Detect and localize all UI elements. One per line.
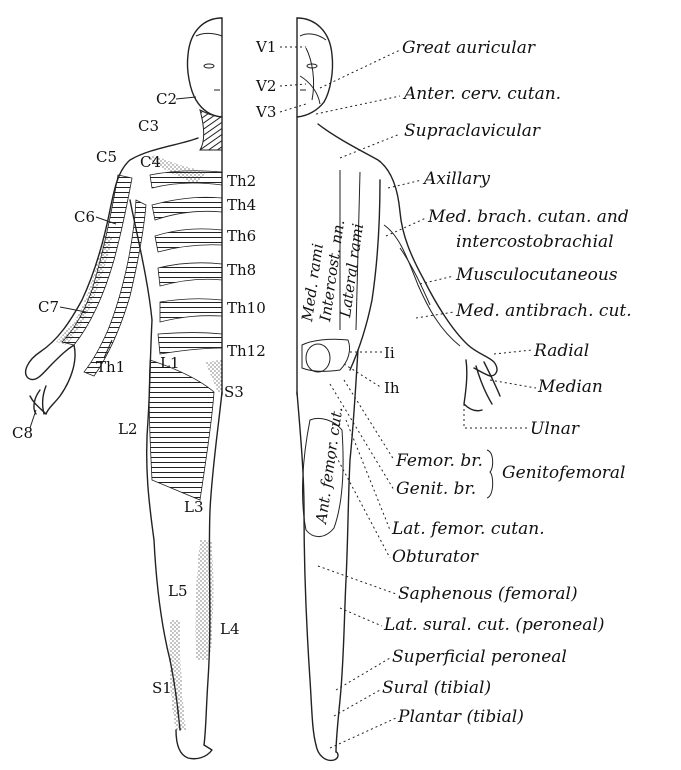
genital-region xyxy=(305,343,331,373)
left-head-outline xyxy=(186,17,223,118)
left-leg-inner xyxy=(203,391,223,746)
c4-c5-dotted xyxy=(150,154,206,185)
label-th10: Th10 xyxy=(227,299,266,317)
label-th2: Th2 xyxy=(227,172,256,190)
label-l1: L1 xyxy=(160,354,180,372)
dermatome-labels: C2 C3 C5 C4 C6 C7 C8 Th1 Th2 Th4 Th6 Th8… xyxy=(12,90,266,697)
arm-boundary-1 xyxy=(383,224,461,347)
c7-dotted-region xyxy=(56,235,112,345)
th1-arm-band xyxy=(83,199,147,377)
l2-region xyxy=(148,359,215,501)
c3-region xyxy=(199,109,223,151)
right-figure-nerves xyxy=(296,17,501,762)
label-s1: S1 xyxy=(152,679,172,697)
right-head-outline xyxy=(296,17,334,118)
label-radial: Radial xyxy=(533,341,589,361)
right-leg-outline xyxy=(296,349,359,753)
label-c8: C8 xyxy=(12,424,33,442)
label-obturator: Obturator xyxy=(392,547,479,567)
label-med-brach-2: intercostobrachial xyxy=(456,232,614,252)
label-saphenous: Saphenous (femoral) xyxy=(398,584,578,604)
label-ulnar: Ulnar xyxy=(530,419,580,439)
label-th6: Th6 xyxy=(227,227,256,245)
label-axillary: Axillary xyxy=(422,169,490,189)
label-c3: C3 xyxy=(138,117,159,135)
label-ii: Ii xyxy=(384,344,395,362)
label-c2: C2 xyxy=(156,90,177,108)
label-ih: Ih xyxy=(384,379,400,397)
thoracic-bands xyxy=(149,170,223,355)
label-th12: Th12 xyxy=(227,342,266,360)
label-lat-femor: Lat. femor. cutan. xyxy=(391,519,545,539)
label-med-antibrach: Med. antibrach. cut. xyxy=(455,301,632,321)
right-foot xyxy=(315,744,339,762)
label-median: Median xyxy=(537,377,603,397)
label-supraclavicular: Supraclavicular xyxy=(404,121,541,141)
left-hairline xyxy=(195,32,223,37)
label-c6: C6 xyxy=(74,208,95,226)
label-femor-br: Femor. br. xyxy=(395,451,483,471)
left-hand xyxy=(29,385,47,415)
label-genitofemoral: Genitofemoral xyxy=(502,463,626,483)
label-musculocutaneous: Musculocutaneous xyxy=(455,265,618,285)
s3-dotted-region xyxy=(205,360,222,392)
s1-dotted-region xyxy=(169,620,186,730)
label-s3: S3 xyxy=(224,383,244,401)
label-l5: L5 xyxy=(168,582,188,600)
label-c4: C4 xyxy=(140,153,161,171)
lateral-rami-boundary-2 xyxy=(355,171,361,331)
right-hand xyxy=(463,359,501,412)
label-superficial-peroneal: Superficial peroneal xyxy=(392,647,567,667)
label-anter-cerv: Anter. cerv. cutan. xyxy=(402,84,561,104)
inguinal-region xyxy=(301,338,351,372)
label-v1: V1 xyxy=(255,38,276,56)
label-th8: Th8 xyxy=(227,261,256,279)
v-boundary-1 xyxy=(305,47,315,101)
label-c7: C7 xyxy=(38,298,59,316)
genitofemoral-brace xyxy=(486,449,494,499)
label-med-brach-1: Med. brach. cutan. and xyxy=(427,207,629,227)
label-l2: L2 xyxy=(118,420,138,438)
label-th4: Th4 xyxy=(227,196,256,214)
label-genit-br: Genit. br. xyxy=(396,479,476,499)
left-figure-dermatomes xyxy=(24,17,223,760)
arm-boundary-2 xyxy=(399,247,431,306)
left-foot xyxy=(175,729,213,760)
left-eye xyxy=(203,63,215,69)
label-great-auricular: Great auricular xyxy=(402,38,536,58)
label-lat-sural: Lat. sural. cut. (peroneal) xyxy=(383,615,605,635)
right-hairline xyxy=(299,33,327,41)
label-sural: Sural (tibial) xyxy=(382,678,491,698)
label-v3: V3 xyxy=(255,103,276,121)
label-c5: C5 xyxy=(96,148,117,166)
nerve-labels: Great auricular Anter. cerv. cutan. Supr… xyxy=(315,38,632,749)
ant-femor-region xyxy=(302,417,344,537)
v-boundary-2 xyxy=(299,75,321,105)
label-th1: Th1 xyxy=(96,358,125,376)
label-plantar: Plantar (tibial) xyxy=(397,707,524,727)
label-l4: L4 xyxy=(220,620,240,638)
label-v2: V2 xyxy=(255,77,276,95)
l4-dotted-region xyxy=(195,540,214,660)
label-l3: L3 xyxy=(184,498,204,516)
